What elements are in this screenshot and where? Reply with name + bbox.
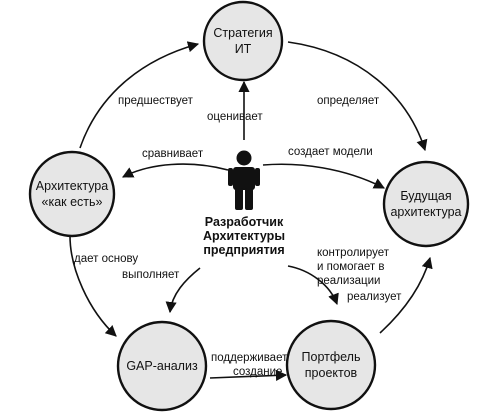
label-supports-line1: поддерживает xyxy=(211,352,288,364)
edge-performs xyxy=(165,267,201,314)
label-compares: сравнивает xyxy=(142,148,204,160)
node-project-portfolio-line2: проектов xyxy=(305,366,358,380)
node-future-architecture: Будущая архитектура xyxy=(382,160,470,248)
node-future-architecture-line1: Будущая xyxy=(400,189,451,203)
node-future-architecture-line2: архитектура xyxy=(390,205,461,219)
label-gives-basis: дает основу xyxy=(74,253,138,265)
label-supports-line2: создание xyxy=(233,366,282,378)
label-performs: выполняет xyxy=(122,269,180,281)
node-it-strategy-line1: Стратегия xyxy=(213,26,272,40)
node-as-is-architecture: Архитектура «как есть» xyxy=(28,150,116,238)
label-controls-line2: и помогает в xyxy=(317,261,384,273)
node-gap-analysis: GAP-анализ xyxy=(116,320,208,412)
center-role-line3: предприятия xyxy=(203,243,284,257)
label-evaluates: оценивает xyxy=(207,111,263,123)
label-precedes: предшествует xyxy=(118,95,194,107)
edge-supports xyxy=(209,369,288,381)
label-creates-models: создает модели xyxy=(288,146,373,158)
edge-defines xyxy=(287,41,428,152)
node-as-is-architecture-line1: Архитектура xyxy=(36,179,108,193)
node-it-strategy-line2: ИТ xyxy=(235,42,252,56)
edge-precedes xyxy=(79,41,200,149)
edge-realizes xyxy=(379,256,433,334)
edge-creates-models xyxy=(262,163,385,189)
node-as-is-architecture-line2: «как есть» xyxy=(42,195,103,209)
node-it-strategy: Стратегия ИТ xyxy=(202,0,284,82)
person-icon xyxy=(228,150,260,210)
center-role-line1: Разработчик xyxy=(205,215,284,229)
node-project-portfolio: Портфель проектов xyxy=(285,319,377,411)
label-defines: определяет xyxy=(317,95,380,107)
edge-compares xyxy=(122,163,229,178)
node-gap-analysis-line1: GAP-анализ xyxy=(126,359,198,373)
center-role-line2: Архитектуры xyxy=(203,229,285,243)
node-project-portfolio-line1: Портфель xyxy=(302,350,361,364)
label-controls-line3: реализации xyxy=(317,275,380,287)
label-controls-line1: контролирует xyxy=(317,247,390,259)
edge-gives-basis xyxy=(69,235,117,337)
label-realizes: реализует xyxy=(347,291,402,303)
edge-controls xyxy=(287,265,339,306)
